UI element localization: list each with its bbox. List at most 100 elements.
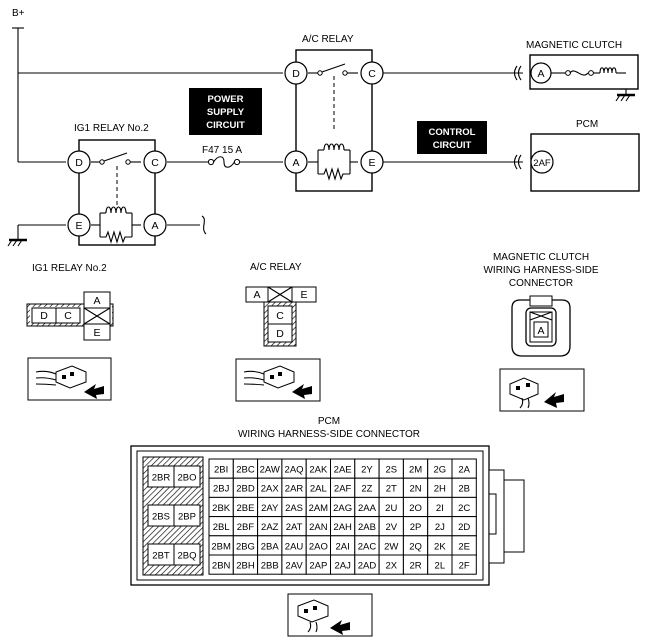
pcm-pin-label: 2BC xyxy=(236,465,255,476)
svg-text:E: E xyxy=(300,289,307,301)
pcm-pin-label: 2AH xyxy=(333,522,352,533)
pcm-pin-label: 2T xyxy=(386,484,397,495)
pcm-pin-label: 2N xyxy=(409,484,421,495)
ac-relay-connector: A/C RELAY A E C D xyxy=(245,262,317,347)
ig1-pin-a: A xyxy=(151,220,158,232)
fuse-label: F47 15 A xyxy=(202,145,242,156)
pcm-pin-label: 2AJ xyxy=(334,561,351,572)
pcm-pin-label: 2Q xyxy=(409,541,422,552)
svg-text:C: C xyxy=(276,310,284,322)
pcm-pin-label: 2R xyxy=(409,561,421,572)
pcm-pin-label: 2BN xyxy=(212,561,231,572)
pcm-pin-label: 2AP xyxy=(309,561,327,572)
pcm-pin-label: 2AT xyxy=(286,522,303,533)
ac-pin-a: A xyxy=(292,157,299,169)
pcm-pin-label: 2AZ xyxy=(261,522,279,533)
pcm-pin-label: 2AI xyxy=(336,541,350,552)
svg-text:CIRCUIT: CIRCUIT xyxy=(433,140,472,151)
mc-connector-title-3: CONNECTOR xyxy=(509,278,573,289)
magnetic-clutch: MAGNETIC CLUTCH A xyxy=(513,40,639,90)
ig1-relay-title: IG1 RELAY No.2 xyxy=(74,123,149,134)
mc-connector-title-1: MAGNETIC CLUTCH xyxy=(493,252,589,263)
pcm-pin-label: 2C xyxy=(458,503,470,514)
pcm-module: PCM 2AF xyxy=(513,119,640,192)
pcm-pin-label: 2AR xyxy=(285,484,304,495)
pcm-pin-label: 2AV xyxy=(285,561,303,572)
control-circuit-label: CONTROL CIRCUIT xyxy=(417,121,487,154)
ac-pin-d: D xyxy=(292,68,300,80)
pcm-pin-label: 2BA xyxy=(261,541,280,552)
pcm-pin-label: 2X xyxy=(385,561,397,572)
svg-text:A: A xyxy=(537,325,544,337)
pcm-connector-title-1: PCM xyxy=(318,416,340,427)
pcm-pin-label: 2I xyxy=(436,503,444,514)
pcm-pin-label: 2AU xyxy=(285,541,304,552)
pcm-pin-label: 2AD xyxy=(358,561,377,572)
ground-icon xyxy=(7,225,27,247)
pcm-left-pin-cell xyxy=(173,504,201,527)
svg-text:D: D xyxy=(276,328,284,340)
magnetic-clutch-connector: MAGNETIC CLUTCH WIRING HARNESS-SIDE CONN… xyxy=(483,252,599,357)
pcm-pin-label: 2BE xyxy=(236,503,254,514)
pcm-pin-label: 2U xyxy=(385,503,397,514)
ig1-pin-c: C xyxy=(151,157,159,169)
pcm-pin-label: 2B xyxy=(458,484,470,495)
pcm-pin-label: 2AK xyxy=(309,465,328,476)
pcm-pin-label: 2AF xyxy=(334,484,352,495)
mc-connector-title-2: WIRING HARNESS-SIDE xyxy=(483,265,598,276)
pcm-pin-label: 2F xyxy=(459,561,470,572)
svg-text:C: C xyxy=(64,310,72,322)
pcm-pin-label: 2Y xyxy=(361,465,373,476)
ig1-connector-title: IG1 RELAY No.2 xyxy=(32,263,107,274)
svg-text:E: E xyxy=(93,327,100,339)
pcm-left-pin-label: 2BS xyxy=(152,512,170,523)
pcm-pin-label: 2BD xyxy=(236,484,255,495)
pcm-pin-label: 2AW xyxy=(260,465,280,476)
mc-pin-a: A xyxy=(537,68,544,80)
ig1-relay-connector: IG1 RELAY No.2 D C A E xyxy=(26,263,114,341)
power-supply-circuit-label: POWER SUPPLY CIRCUIT xyxy=(189,88,262,135)
pcm-pin-label: 2BG xyxy=(236,541,255,552)
pcm-pin-label: 2AQ xyxy=(285,465,304,476)
svg-text:A: A xyxy=(93,295,100,307)
pcm-pin-label: 2AC xyxy=(358,541,377,552)
pcm-pin-label: 2V xyxy=(385,522,397,533)
connector-view-icon xyxy=(27,357,112,401)
ac-relay: A/C RELAY D C A E xyxy=(284,34,384,192)
pcm-title: PCM xyxy=(576,119,598,130)
connector-view-icon xyxy=(499,368,585,412)
pcm-pin-label: 2A xyxy=(458,465,470,476)
pcm-pin-label: 2AO xyxy=(309,541,328,552)
pcm-connector-title-2: WIRING HARNESS-SIDE CONNECTOR xyxy=(238,429,420,440)
ig1-relay: IG1 RELAY No.2 D C E A xyxy=(67,123,167,246)
pcm-pin-label: 2AG xyxy=(333,503,352,514)
svg-text:A: A xyxy=(253,289,260,301)
pcm-pin-label: 2BK xyxy=(212,503,231,514)
pcm-pin-label: 2AE xyxy=(334,465,352,476)
svg-text:CONTROL: CONTROL xyxy=(429,127,476,138)
pcm-pin-label: 2Z xyxy=(361,484,372,495)
pcm-pin-label: 2AS xyxy=(285,503,303,514)
pcm-pin-label: 2K xyxy=(434,541,446,552)
pcm-pin-label: 2D xyxy=(458,522,470,533)
pcm-pin-label: 2G xyxy=(434,465,447,476)
connector-view-icon xyxy=(287,593,373,637)
wire-break-icon xyxy=(201,215,207,235)
bplus-label: B+ xyxy=(12,8,25,19)
ac-relay-title: A/C RELAY xyxy=(302,34,354,45)
ig1-pin-d: D xyxy=(75,157,83,169)
pcm-left-pin-label: 2BQ xyxy=(177,551,196,562)
ac-pin-e: E xyxy=(368,157,375,169)
svg-text:CIRCUIT: CIRCUIT xyxy=(206,120,245,131)
pcm-pin-label: 2BJ xyxy=(213,484,230,495)
pcm-pin-label: 2BI xyxy=(214,465,228,476)
pcm-pin-2af: 2AF xyxy=(533,158,551,169)
pcm-pin-label: 2AN xyxy=(309,522,328,533)
magnetic-clutch-title: MAGNETIC CLUTCH xyxy=(526,40,622,51)
pcm-pin-cell xyxy=(451,554,477,575)
pcm-left-pin-cell xyxy=(173,543,201,566)
pcm-pin-label: 2AL xyxy=(310,484,327,495)
ig1-pin-e: E xyxy=(75,220,82,232)
pcm-pin-label: 2P xyxy=(410,522,422,533)
